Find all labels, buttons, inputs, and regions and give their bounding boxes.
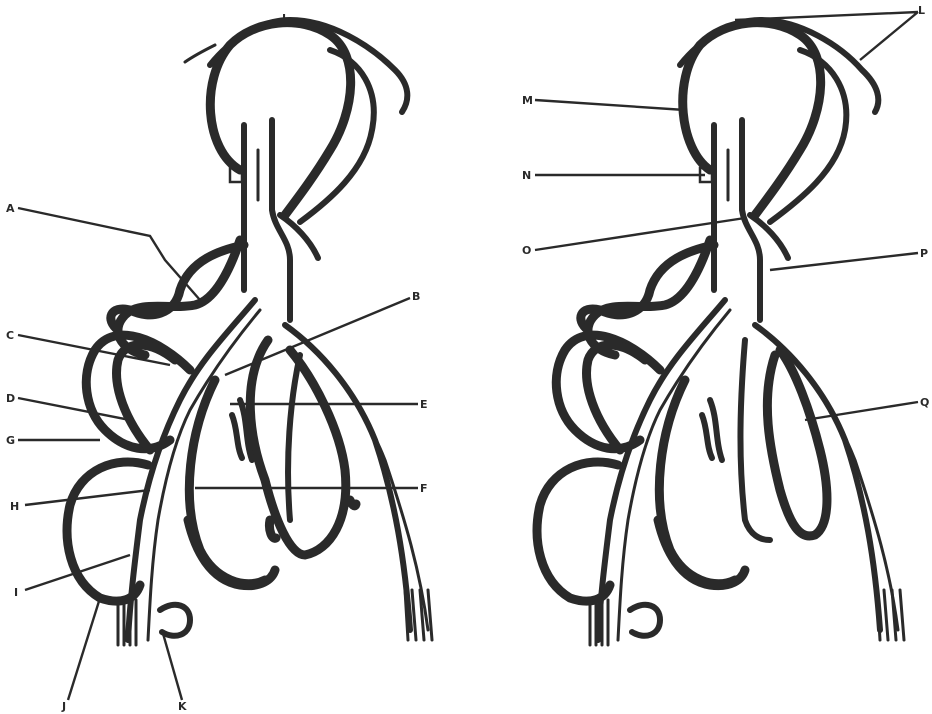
label-H: H [10,500,19,513]
left-kidney-inner [288,355,300,520]
leader-Q [805,402,918,420]
label-J: J [61,700,66,713]
leader-D [18,398,130,420]
left-figure: L A C D G H I J K B E F [6,12,432,713]
label-M: M [522,94,533,107]
right-shoulder-loop [581,245,714,330]
label-A: A [6,202,15,215]
label-I: I [14,586,18,599]
leader-P [770,253,918,270]
leader-I [25,555,130,590]
label-F: F [420,482,428,495]
label-K: K [178,700,187,713]
left-head-outer-arch [210,20,407,112]
label-C: C [6,329,14,342]
leader-H [25,490,150,505]
label-B: B [412,290,420,303]
leader-M [535,100,685,110]
right-figure: L M N O P Q [522,4,929,645]
left-shoulder-loop-outer [111,245,244,330]
right-branch-leaves [702,400,722,460]
right-kidney-loop-right [767,350,827,536]
left-limb-hook [160,605,190,636]
leader-J [68,598,100,700]
label-P: P [920,247,928,260]
right-limb-hook [630,605,660,636]
leader-L-right [735,12,918,60]
label-O: O [522,244,531,257]
leader-B [225,298,410,375]
label-E: E [420,398,428,411]
right-head-outer-arch [680,20,878,112]
label-L-right: L [918,4,925,17]
label-Q: Q [920,396,929,409]
leader-K [162,630,182,700]
label-L-left: L [282,12,289,25]
leader-A [18,208,200,300]
label-D: D [6,392,15,405]
label-G: G [6,434,15,447]
left-head-small-branch [185,45,215,62]
label-N: N [522,169,531,182]
